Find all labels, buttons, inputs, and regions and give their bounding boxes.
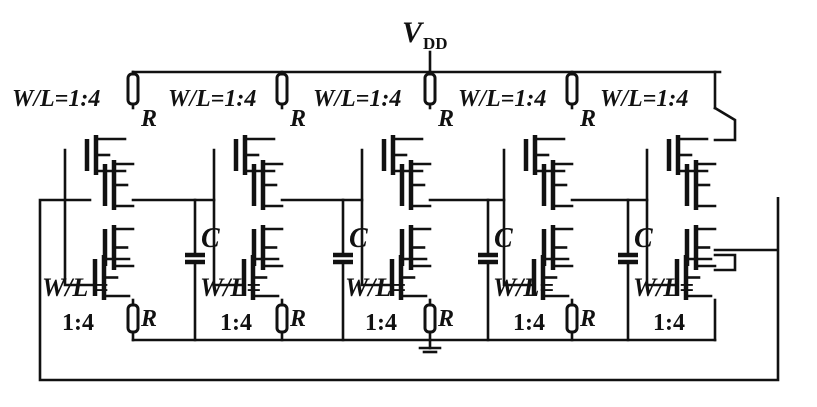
capacitor-3: C (333, 198, 368, 342)
pmos-cascode-5 (684, 160, 717, 210)
nmos-cascode-1 (92, 255, 131, 300)
capacitor-2: C (185, 198, 220, 342)
nmos-4 (541, 225, 574, 270)
bottom-resistor-label-4: R (579, 306, 596, 332)
nmos-ratio-bottom-5: 1:4 (653, 310, 685, 336)
nmos-ratio-bottom-2: 1:4 (220, 310, 252, 336)
capacitor-label-2: C (201, 223, 220, 254)
top-resistor-2 (275, 72, 289, 106)
diode-connection-bottom-5 (713, 253, 737, 272)
bottom-resistor-label-3: R (437, 306, 454, 332)
inverter-stages: RRW/L=1:4W/L =1:4RRCW/L=1:4W/L=1:4RRCW/L… (12, 70, 737, 342)
pmos-ratio-5: W/L=1:4 (600, 86, 688, 112)
nmos-cascode-3 (389, 255, 428, 300)
pmos-2 (233, 135, 276, 175)
top-resistor-label-4: R (579, 106, 596, 132)
top-resistor-1-body (126, 72, 140, 106)
pmos-4 (523, 135, 566, 175)
nmos-1 (102, 225, 135, 270)
nmos-cascode-4 (531, 255, 570, 300)
nmos-5 (684, 225, 717, 270)
bottom-resistor-label-2: R (289, 306, 306, 332)
pmos-ratio-2: W/L=1:4 (168, 86, 256, 112)
bottom-resistor-3 (423, 303, 437, 334)
pmos-cascode-2 (251, 160, 284, 210)
nmos-cascode-5 (674, 255, 713, 300)
capacitor-5: C (618, 198, 653, 342)
inverter-stage-5: CW/L=1:4W/L=1:4 (600, 70, 737, 342)
top-resistor-4 (565, 72, 579, 106)
stage-input-1 (63, 148, 97, 287)
bottom-resistor-1 (126, 303, 140, 334)
top-resistor-3 (423, 72, 437, 106)
nmos-3 (399, 225, 432, 270)
top-resistor-3-body (423, 72, 437, 106)
nmos-ratio-bottom-1: 1:4 (62, 310, 94, 336)
vdd-label: V DD (402, 16, 448, 53)
nmos-ratio-top-2: W/L= (200, 273, 261, 302)
pmos-cascode-4 (541, 160, 574, 210)
vdd-subscript: DD (423, 34, 448, 53)
top-resistor-1 (126, 72, 140, 106)
vdd-symbol-text: V (402, 16, 425, 49)
top-resistor-label-3: R (437, 106, 454, 132)
nmos-cascode-2 (241, 255, 280, 300)
feedback-loop-wire (38, 197, 780, 382)
diode-connection-top-5 (713, 106, 737, 142)
bottom-resistor-1-body (126, 303, 140, 334)
stage-input-3 (360, 148, 394, 287)
pmos-1 (84, 135, 127, 175)
nmos-ratio-bottom-3: 1:4 (365, 310, 397, 336)
inverter-stage-1: R R W/L=1:4W/L = 1:4 (12, 70, 216, 342)
nmos-ratio-top-5: W/L= (633, 273, 694, 302)
top-resistor-label-2: R (289, 106, 306, 132)
stage-input-4 (502, 148, 536, 287)
bottom-resistor-2-body (275, 303, 289, 334)
bottom-resistor-2 (275, 303, 289, 334)
nmos-ratio-top-4: W/L= (493, 273, 554, 302)
pmos-cascode-1 (102, 160, 135, 210)
capacitor-4: C (478, 198, 513, 342)
nmos-ratio-top-3: W/L= (345, 273, 406, 302)
nmos-ratio-top-1: W/L = (42, 273, 109, 302)
ground-symbol (418, 338, 442, 354)
pmos-ratio-4: W/L=1:4 (458, 86, 546, 112)
nmos-ratio-bottom-4: 1:4 (513, 310, 545, 336)
capacitor-label-4: C (494, 223, 513, 254)
bottom-resistor-label-1: R (140, 306, 157, 332)
pmos-cascode-3 (399, 160, 432, 210)
capacitor-label-5: C (634, 223, 653, 254)
capacitor-label-3: C (349, 223, 368, 254)
stage-input-2 (212, 148, 246, 287)
pmos-5 (666, 135, 709, 175)
pmos-ratio-3: W/L=1:4 (313, 86, 401, 112)
stage-input-5 (645, 148, 679, 287)
nmos-2 (251, 225, 284, 270)
bottom-resistor-4-body (565, 303, 579, 334)
bottom-resistor-4 (565, 303, 579, 334)
top-resistor-2-body (275, 72, 289, 106)
bottom-resistor-3-body (423, 303, 437, 334)
pmos-3 (381, 135, 424, 175)
top-resistor-4-body (565, 72, 579, 106)
pmos-ratio-1: W/L=1:4 (12, 86, 100, 112)
top-resistor-label-1: R (140, 106, 157, 132)
